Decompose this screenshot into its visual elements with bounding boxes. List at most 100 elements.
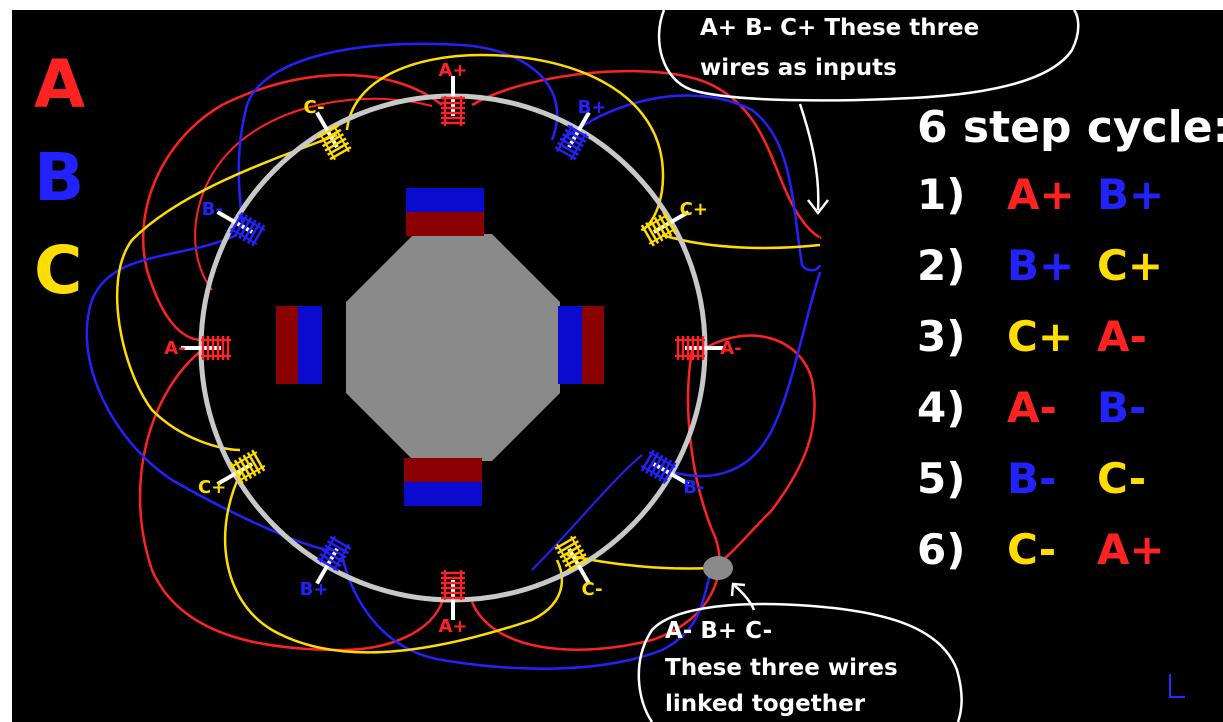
coil-side — [570, 133, 587, 161]
coil-side — [648, 228, 676, 245]
linked-callout-bubble — [637, 602, 963, 722]
coil-label: A- — [720, 338, 741, 359]
step-first-coil: A- — [1007, 383, 1057, 432]
step-first-coil: C+ — [1007, 312, 1074, 361]
coil-6 — [554, 535, 591, 585]
cycle-title: 6 step cycle: — [917, 102, 1223, 153]
coil-label: A+ — [438, 60, 467, 81]
cycle-step: 5)B-C- — [917, 458, 1146, 500]
coil-label: B- — [202, 199, 223, 220]
stator-tooth — [685, 346, 725, 350]
step-number: 3) — [917, 312, 966, 361]
step-second-coil: B- — [1097, 383, 1147, 432]
stator-tooth — [451, 76, 455, 116]
wire-blue — [561, 94, 822, 272]
stator-tooth — [181, 346, 221, 350]
coil-9 — [216, 449, 266, 486]
coil-side — [333, 125, 350, 153]
coil-side — [230, 228, 258, 245]
coil-label: C+ — [680, 199, 708, 220]
coil-7 — [441, 570, 465, 620]
linked-callout-line1: A- B+ C- — [665, 618, 773, 644]
inputs-callout-bubble — [657, 10, 1080, 102]
wire-yellow — [223, 469, 564, 654]
coil-label: C+ — [198, 477, 226, 498]
magnet-bottom-blue — [404, 482, 482, 506]
motor-diagram-canvas: A+ B+ C+ A- B- C- A+ B+ C+ A- B- C- A B C A+ B- C+ … — [12, 10, 1223, 722]
coil-side — [319, 133, 336, 161]
coil-1 — [441, 76, 465, 126]
wire-blue — [651, 271, 822, 478]
coil-label: B+ — [578, 97, 607, 118]
wire-blue — [237, 42, 559, 226]
coil-label: B- — [683, 477, 704, 498]
wire-red — [471, 69, 822, 240]
magnet-left-red — [276, 306, 298, 384]
cycle-step: 2)B+C+ — [917, 245, 1163, 287]
wire-yellow — [345, 53, 665, 232]
coil-12 — [315, 111, 352, 161]
step-number: 2) — [917, 241, 966, 290]
linked-callout-line2: These three wires — [665, 655, 898, 681]
legend-c: C — [34, 232, 83, 309]
coil-side — [648, 451, 676, 468]
coil-3 — [640, 210, 690, 247]
wire-red — [194, 97, 433, 291]
wire-blue — [340, 554, 714, 670]
coil-label: C- — [303, 97, 324, 118]
wire-yellow — [115, 133, 338, 452]
cycle-step: 4)A-B- — [917, 387, 1146, 429]
step-number: 1) — [917, 170, 966, 219]
linked-callout-line3: linked together — [665, 691, 866, 717]
winding-wires — [85, 42, 822, 670]
step-second-coil: A- — [1097, 312, 1147, 361]
magnet-left-blue — [298, 306, 322, 384]
inputs-callout-line1: A+ B- C+ These three — [700, 15, 980, 41]
coil-label: A+ — [438, 616, 467, 637]
wire-red — [470, 349, 721, 651]
coil-side — [640, 465, 668, 482]
coil-side — [230, 451, 258, 468]
cycle-step: 6)C-A+ — [917, 529, 1165, 571]
magnet-right-blue — [558, 306, 582, 384]
legend-a: A — [34, 46, 86, 123]
step-second-coil: C+ — [1097, 241, 1164, 290]
rotor-body — [346, 234, 560, 461]
inputs-callout-line2: wires as inputs — [700, 55, 897, 81]
coil-side — [238, 214, 266, 231]
coil-10 — [181, 336, 231, 360]
coil-2 — [554, 111, 591, 161]
step-second-coil: C- — [1097, 454, 1147, 503]
coil-side — [556, 543, 573, 571]
wire-blue — [531, 454, 643, 571]
linked-callout-pointer — [730, 582, 756, 611]
coil-4 — [675, 336, 725, 360]
coil-label: A- — [164, 338, 185, 359]
wire-blue — [85, 233, 333, 552]
step-number: 5) — [917, 454, 966, 503]
corner-logo-icon — [1169, 674, 1185, 698]
step-first-coil: B+ — [1007, 241, 1075, 290]
coil-5 — [640, 449, 690, 486]
wire-red — [701, 334, 816, 570]
step-second-coil: B+ — [1097, 170, 1165, 219]
legend-b: B — [34, 139, 85, 216]
step-second-coil: A+ — [1097, 525, 1165, 574]
step-first-coil: B- — [1007, 454, 1057, 503]
magnet-right-red — [582, 306, 604, 384]
magnet-top-red — [406, 212, 484, 236]
coil-side — [319, 535, 336, 563]
coil-label: C- — [581, 579, 602, 600]
stator-tooth — [451, 580, 455, 620]
coil-label: B+ — [300, 579, 329, 600]
coil-11 — [216, 210, 266, 247]
star-junction-node — [703, 556, 733, 580]
step-first-coil: A+ — [1007, 170, 1075, 219]
step-first-coil: C- — [1007, 525, 1057, 574]
coil-side — [238, 465, 266, 482]
cycle-step: 1)A+B+ — [917, 174, 1164, 216]
cycle-step: 3)C+A- — [917, 316, 1147, 358]
rotor-magnets — [276, 188, 604, 506]
inputs-callout-pointer — [798, 103, 829, 216]
step-number: 6) — [917, 525, 966, 574]
